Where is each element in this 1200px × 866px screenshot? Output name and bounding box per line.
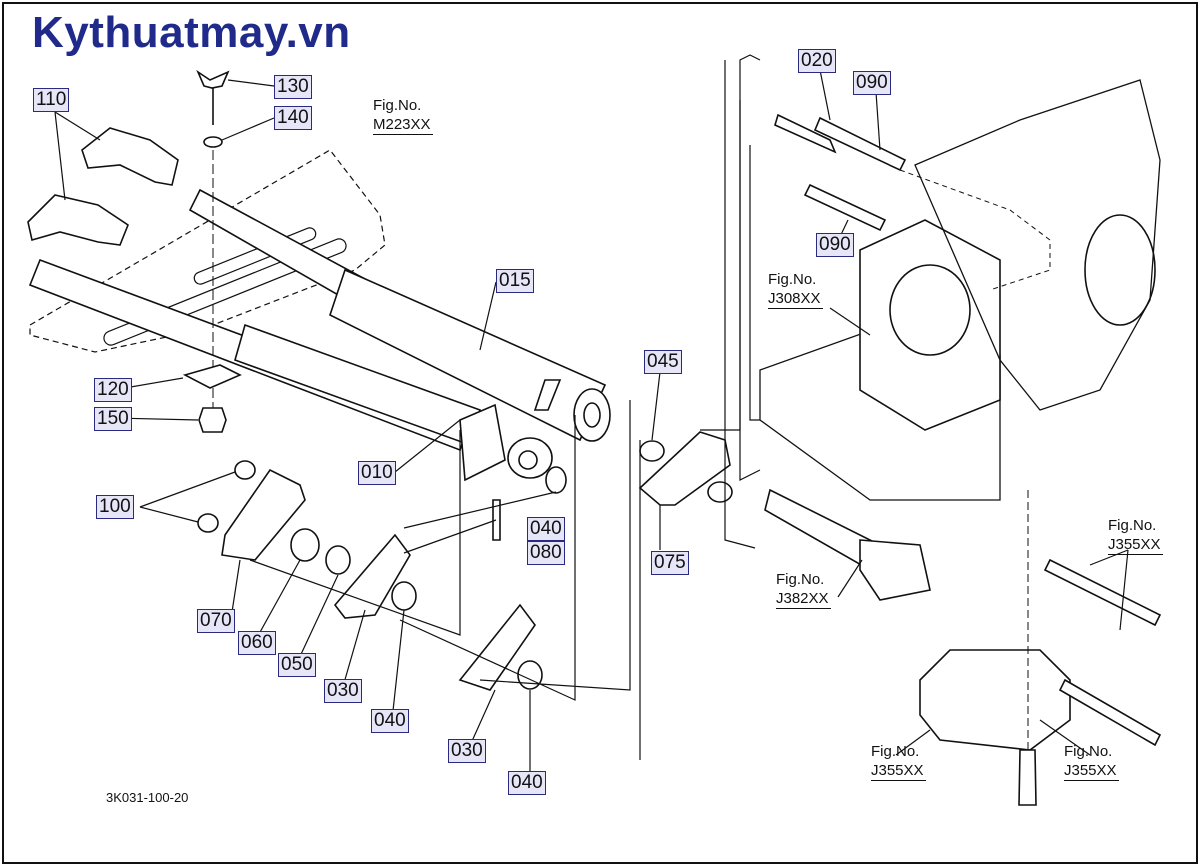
wing-bolt xyxy=(196,69,230,89)
nut-150 xyxy=(198,407,227,433)
pivot-boss xyxy=(507,437,553,479)
link-plate xyxy=(459,403,506,482)
part-label-010: 010 xyxy=(358,461,396,485)
grip-upper xyxy=(81,127,179,186)
valve-rod-lower xyxy=(1058,678,1162,747)
part-label-080: 080 xyxy=(527,541,565,565)
part-label-020: 020 xyxy=(798,49,836,73)
phantom-lines-2 xyxy=(724,60,765,549)
fig-ref-j355-bottom-right: Fig.No. J355XX xyxy=(1064,742,1119,781)
valve-rod-upper xyxy=(1043,558,1162,627)
part-label-140: 140 xyxy=(274,106,312,130)
fig-ref-code: M223XX xyxy=(373,116,433,135)
bolt-bottom xyxy=(1018,749,1037,806)
leader-lines xyxy=(112,69,1129,782)
bolt-090-lower xyxy=(803,183,887,232)
circlip xyxy=(707,481,733,503)
rod-015-thick xyxy=(329,268,607,442)
part-label-120: 120 xyxy=(94,378,132,402)
washer-140 xyxy=(203,136,223,148)
spring-050 xyxy=(325,545,351,575)
part-label-130: 130 xyxy=(274,75,312,99)
part-label-030-right: 030 xyxy=(448,739,486,763)
fig-ref-code: J382XX xyxy=(776,590,831,609)
grip-lower xyxy=(27,194,129,246)
part-label-045: 045 xyxy=(644,350,682,374)
bolt-090-upper xyxy=(813,116,907,172)
clip-120 xyxy=(182,364,242,389)
part-label-040-right: 040 xyxy=(508,771,546,795)
fig-ref-code: J308XX xyxy=(768,290,823,309)
fig-ref-label: Fig.No. xyxy=(768,271,817,288)
fig-ref-j355-bottom-left: Fig.No. J355XX xyxy=(871,742,926,781)
bracket-070 xyxy=(221,468,306,561)
fig-ref-label: Fig.No. xyxy=(871,743,920,760)
fig-ref-code: J355XX xyxy=(871,762,926,781)
washer-045 xyxy=(639,440,665,462)
part-label-100: 100 xyxy=(96,495,134,519)
part-label-030-left: 030 xyxy=(324,679,362,703)
part-label-090-lower: 090 xyxy=(816,233,854,257)
pin-080 xyxy=(492,499,501,541)
washer-040-left xyxy=(391,581,417,611)
fig-ref-label: Fig.No. xyxy=(776,571,825,588)
valve-block xyxy=(919,649,1071,751)
part-label-075: 075 xyxy=(651,551,689,575)
phantom-lines xyxy=(249,54,761,760)
housing-bore xyxy=(889,264,971,356)
spring-060 xyxy=(290,528,320,562)
part-label-040-left: 040 xyxy=(371,709,409,733)
fig-ref-code: J355XX xyxy=(1064,762,1119,781)
rod-015-end-hole xyxy=(583,402,601,428)
pivot-boss-hole xyxy=(518,450,538,470)
fig-ref-j308: Fig.No. J308XX xyxy=(768,270,823,309)
rod-015-end xyxy=(573,388,611,442)
housing-end xyxy=(1084,214,1156,326)
shaft-coupling xyxy=(859,539,931,601)
part-label-050: 050 xyxy=(278,653,316,677)
part-label-015: 015 xyxy=(496,269,534,293)
slot-2 xyxy=(193,227,317,285)
part-label-040-top: 040 xyxy=(527,517,565,541)
nut-100-a xyxy=(234,460,256,480)
site-watermark-logo: Kythuatmay.vn xyxy=(32,8,351,57)
fig-ref-m223: Fig.No. M223XX xyxy=(373,96,433,135)
fig-ref-j355-right: Fig.No. J355XX xyxy=(1108,516,1163,555)
grip-label-lead-1 xyxy=(54,111,101,201)
part-label-110: 110 xyxy=(33,88,70,112)
slot-on-rod xyxy=(533,379,562,411)
part-label-090-upper: 090 xyxy=(853,71,891,95)
part-label-070: 070 xyxy=(197,609,235,633)
fig-ref-label: Fig.No. xyxy=(1108,517,1157,534)
slot-1 xyxy=(103,238,347,346)
fig-ref-label: Fig.No. xyxy=(1064,743,1113,760)
fig-ref-code: J355XX xyxy=(1108,536,1163,555)
plate-030-right xyxy=(458,603,536,691)
housing-dash xyxy=(899,169,1051,291)
part-label-060: 060 xyxy=(238,631,276,655)
bracket-plate-outline xyxy=(29,149,386,353)
part-label-150: 150 xyxy=(94,407,132,431)
fig-ref-j382: Fig.No. J382XX xyxy=(776,570,831,609)
washer-040-top xyxy=(545,466,567,494)
drawing-number: 3K031-100-20 xyxy=(106,790,189,805)
housing-mount xyxy=(859,219,1001,431)
fig-ref-label: Fig.No. xyxy=(373,97,422,114)
nut-100-b xyxy=(197,513,219,533)
bolt-020 xyxy=(774,113,837,154)
